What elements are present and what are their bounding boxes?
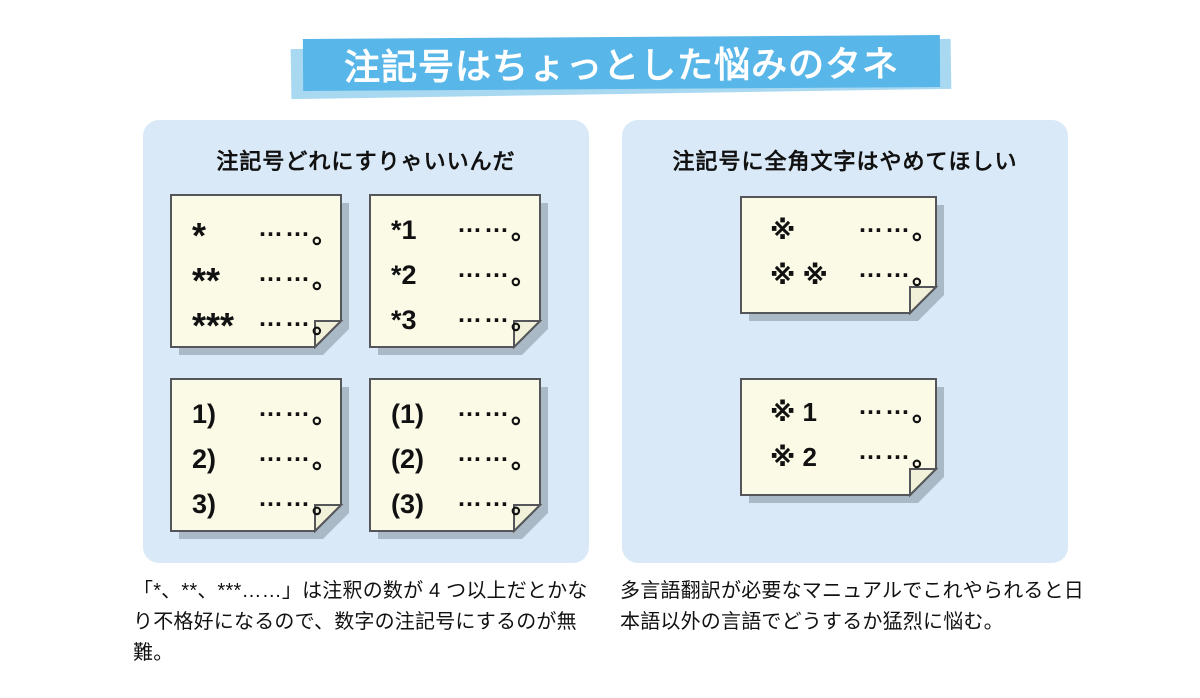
- note-row: * …… 。: [192, 208, 342, 257]
- note-row: *** …… 。: [192, 298, 342, 347]
- footnote-marker: 1): [192, 399, 217, 429]
- period-mark: 。: [312, 266, 338, 294]
- footnote-marker: *2: [391, 260, 417, 290]
- footnote-marker: 2): [192, 444, 217, 474]
- panel-right-title: 注記号に全角文字はやめてほしい: [672, 149, 1018, 174]
- period-mark: 。: [511, 262, 537, 290]
- banner-ribbon: 注記号はちょっとした悩みのタネ: [302, 35, 941, 91]
- period-mark: 。: [312, 491, 338, 519]
- note-card-kome-numbers: ※ 1 …… 。 ※ 2 …… 。: [740, 378, 944, 503]
- note-card-asterisk-numbers: *1 …… 。 *2 …… 。 *3 …… 。: [369, 194, 548, 355]
- note-row: *1 …… 。: [391, 208, 541, 253]
- period-mark: 。: [511, 217, 537, 245]
- footnote-marker: (1): [391, 399, 424, 429]
- dot-leader: ……: [858, 391, 912, 420]
- title-banner: 注記号はちょっとした悩みのタネ: [0, 0, 1200, 110]
- note-row: *3 …… 。: [391, 298, 541, 343]
- note-row: (2) …… 。: [391, 437, 541, 482]
- footnote-marker: *3: [391, 305, 417, 335]
- note-card-asterisks: * …… 。 ** …… 。 *** …… 。: [170, 194, 349, 355]
- note-card-full-paren-numbers: (1) …… 。 (2) …… 。 (3) …… 。: [369, 378, 548, 539]
- dot-leader: ……: [258, 438, 312, 467]
- footnote-marker: **: [192, 260, 221, 302]
- note-row: *2 …… 。: [391, 253, 541, 298]
- folded-corner-icon: [513, 320, 543, 350]
- note-row: ※ 2 …… 。: [770, 435, 937, 480]
- dot-leader: ……: [258, 483, 312, 512]
- period-mark: 。: [312, 446, 338, 474]
- note-card-kome: ※ …… 。 ※ ※ …… 。: [740, 196, 944, 321]
- note-row: 3) …… 。: [192, 482, 342, 527]
- dot-leader: ……: [858, 436, 912, 465]
- note-card-graphic: [170, 194, 349, 355]
- caption-right: 多言語翻訳が必要なマニュアルでこれやられると日本語以外の言語でどうするか猛烈に悩…: [620, 580, 1084, 633]
- dot-leader: ……: [258, 303, 312, 332]
- note-row: ** …… 。: [192, 253, 342, 302]
- dot-leader: ……: [858, 254, 912, 283]
- period-mark: 。: [511, 401, 537, 429]
- dot-leader: ……: [457, 393, 511, 422]
- footnote-marker: ※ ※: [770, 260, 828, 290]
- footnote-marker: (3): [391, 489, 424, 519]
- note-row: (3) …… 。: [391, 482, 541, 527]
- footnote-marker: 3): [192, 489, 217, 519]
- footnote-marker: ※ 2: [770, 442, 817, 472]
- panel-left-title: 注記号どれにすりゃいいんだ: [216, 149, 516, 174]
- footnote-marker: (2): [391, 444, 424, 474]
- note-row: ※ …… 。: [770, 208, 937, 253]
- dot-leader: ……: [457, 483, 511, 512]
- footnote-marker: *: [192, 215, 207, 257]
- period-mark: 。: [312, 401, 338, 429]
- note-card-graphic: [170, 378, 349, 539]
- folded-corner-icon: [314, 504, 344, 534]
- period-mark: 。: [912, 399, 938, 427]
- period-mark: 。: [511, 446, 537, 474]
- footnote-marker: ※: [770, 215, 796, 245]
- dot-leader: ……: [457, 254, 511, 283]
- note-row: ※ ※ …… 。: [770, 253, 937, 298]
- note-card-paren-numbers: 1) …… 。 2) …… 。 3) …… 。: [170, 378, 349, 539]
- note-row: (1) …… 。: [391, 392, 541, 437]
- note-card-graphic: [369, 378, 548, 539]
- dot-leader: ……: [858, 209, 912, 238]
- dot-leader: ……: [457, 299, 511, 328]
- period-mark: 。: [511, 491, 537, 519]
- note-row: 1) …… 。: [192, 392, 342, 437]
- panel-fullwidth-chars: 注記号に全角文字はやめてほしい ※ …… 。 ※ ※ …… 。: [622, 120, 1068, 563]
- note-card-graphic: [740, 378, 944, 503]
- dot-leader: ……: [457, 209, 511, 238]
- page-title: 注記号はちょっとした悩みのタネ: [343, 43, 900, 88]
- note-row: ※ 1 …… 。: [770, 390, 937, 435]
- folded-corner-icon: [314, 320, 344, 350]
- dot-leader: ……: [258, 213, 312, 242]
- dot-leader: ……: [258, 258, 312, 287]
- period-mark: 。: [912, 262, 938, 290]
- period-mark: 。: [511, 307, 537, 335]
- note-card-graphic: [740, 196, 944, 321]
- note-card-graphic: [369, 194, 548, 355]
- dot-leader: ……: [457, 438, 511, 467]
- panel-which-marker: 注記号どれにすりゃいいんだ * …… 。 ** …… 。 *** …… 。: [143, 120, 589, 563]
- folded-corner-icon: [909, 286, 939, 316]
- period-mark: 。: [312, 221, 338, 249]
- caption-left: 「*、**、***……」は注釈の数が 4 つ以上だとかなり不格好になるので、数字…: [133, 580, 588, 664]
- folded-corner-icon: [909, 468, 939, 498]
- note-row: 2) …… 。: [192, 437, 342, 482]
- footnote-marker: ***: [192, 305, 235, 347]
- period-mark: 。: [912, 444, 938, 472]
- dot-leader: ……: [258, 393, 312, 422]
- period-mark: 。: [912, 217, 938, 245]
- folded-corner-icon: [513, 504, 543, 534]
- period-mark: 。: [312, 311, 338, 339]
- footnote-marker: ※ 1: [770, 397, 817, 427]
- footnote-marker: *1: [391, 215, 417, 245]
